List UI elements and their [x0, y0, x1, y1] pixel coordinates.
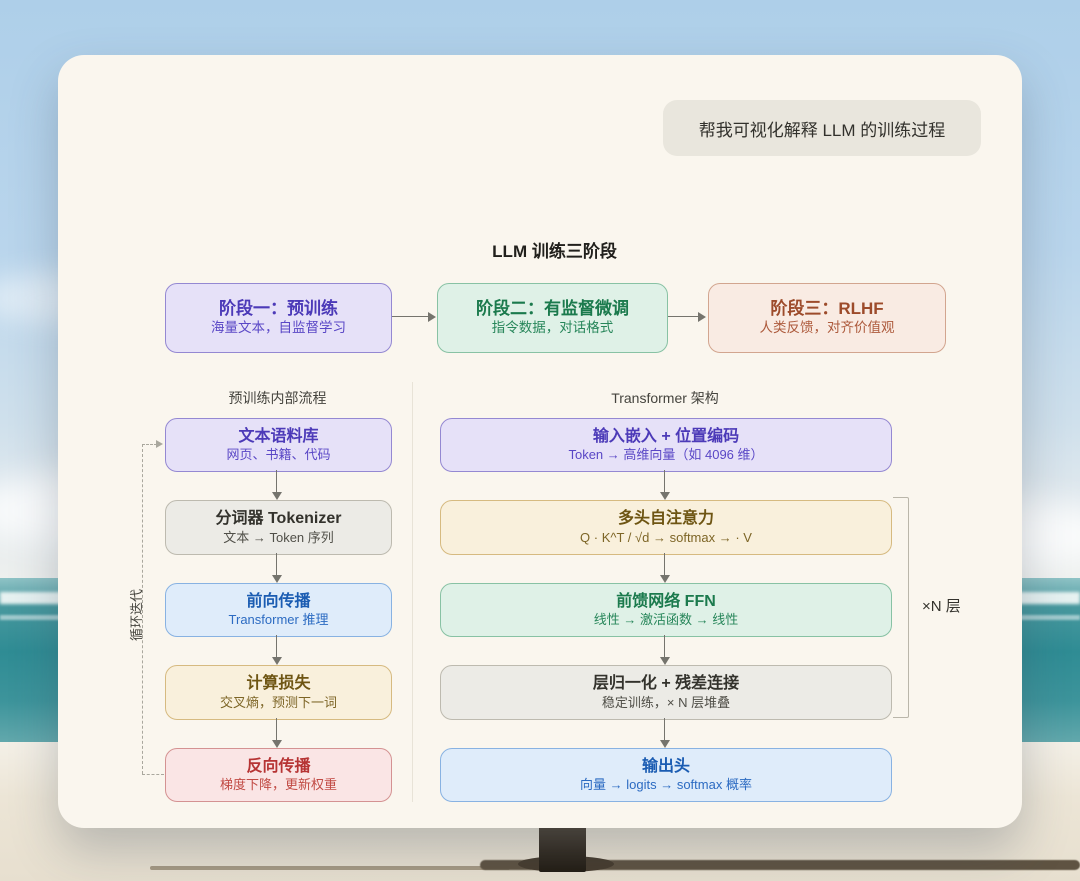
right-section-header: Transformer 架构 [611, 390, 719, 406]
flow-box-subtitle: Transformer 推理 [228, 612, 329, 628]
seaweed-line [150, 866, 510, 870]
flow-box-title: 计算损失 [246, 675, 311, 693]
stage-box-rlhf: 阶段三：RLHF 人类反馈，对齐价值观 [708, 283, 946, 353]
flow-box-subtitle: Token → 高维向量（如 4096 维） [568, 447, 764, 463]
loop-dashed-line-top [142, 444, 157, 445]
flow-box-forward-pass: 前向传播 Transformer 推理 [165, 583, 392, 637]
arrow-right-connector [392, 310, 436, 324]
arrow-down-connector [658, 718, 672, 748]
arrow-down-connector [270, 635, 284, 665]
stage-subtitle: 海量文本，自监督学习 [211, 320, 346, 336]
flow-box-title: 分词器 Tokenizer [215, 510, 342, 528]
flow-box-title: 层归一化 + 残差连接 [592, 675, 740, 693]
flow-box-subtitle: 网页、书籍、代码 [226, 447, 331, 463]
flow-box-title: 前馈网络 FFN [616, 592, 716, 610]
flow-box-output-head: 输出头 向量 → logits → softmax 概率 [440, 748, 892, 802]
stage-title: 阶段二：有监督微调 [476, 298, 629, 318]
flow-box-subtitle: 梯度下降，更新权重 [219, 777, 337, 793]
flow-box-text-corpus: 文本语料库 网页、书籍、代码 [165, 418, 392, 472]
stage-box-sft: 阶段二：有监督微调 指令数据，对话格式 [437, 283, 668, 353]
flow-box-subtitle: 交叉熵，预测下一词 [219, 694, 337, 710]
section-divider [412, 382, 413, 802]
stage-title: 阶段一：预训练 [219, 298, 338, 318]
flow-box-subtitle: Q · K^T / √d → softmax → · V [580, 529, 752, 545]
flow-box-title: 文本语料库 [238, 427, 319, 445]
flow-box-title: 输出头 [641, 757, 690, 775]
layers-label: ×N 层 [922, 598, 961, 615]
flow-box-tokenizer: 分词器 Tokenizer 文本 → Token 序列 [165, 500, 392, 555]
flow-box-backprop: 反向传播 梯度下降，更新权重 [165, 748, 392, 802]
stage-subtitle: 指令数据，对话格式 [491, 320, 614, 336]
user-message-bubble: 帮我可视化解释 LLM 的训练过程 [663, 100, 981, 156]
loop-dashed-line-bottom [142, 774, 164, 775]
loop-dashed-line [142, 444, 143, 774]
flow-box-subtitle: 文本 → Token 序列 [223, 529, 334, 545]
flow-box-embedding: 输入嵌入 + 位置编码 Token → 高维向量（如 4096 维） [440, 418, 892, 472]
palm-tree-trunk [539, 820, 586, 872]
flow-box-ffn: 前馈网络 FFN 线性 → 激活函数 → 线性 [440, 583, 892, 637]
loop-arrowhead-icon [156, 440, 163, 448]
flow-box-subtitle: 向量 → logits → softmax 概率 [580, 777, 752, 793]
flow-box-compute-loss: 计算损失 交叉熵，预测下一词 [165, 665, 392, 720]
user-message-text: 帮我可视化解释 LLM 的训练过程 [698, 120, 946, 140]
stage-title: 阶段三：RLHF [770, 298, 884, 318]
flow-box-title: 输入嵌入 + 位置编码 [592, 427, 740, 445]
arrow-down-connector [270, 470, 284, 500]
diagram-title: LLM 训练三阶段 [492, 242, 617, 261]
arrow-down-connector [270, 553, 284, 583]
arrow-down-connector [658, 635, 672, 665]
stage-subtitle: 人类反馈，对齐价值观 [759, 320, 895, 336]
stage-box-pretraining: 阶段一：预训练 海量文本，自监督学习 [165, 283, 392, 353]
flow-box-self-attention: 多头自注意力 Q · K^T / √d → softmax → · V [440, 500, 892, 555]
loop-label: 循环迭代 [129, 589, 144, 642]
flow-box-layernorm: 层归一化 + 残差连接 稳定训练，× N 层堆叠 [440, 665, 892, 720]
layers-bracket [893, 497, 909, 718]
flow-box-subtitle: 稳定训练，× N 层堆叠 [601, 694, 731, 710]
seaweed-debris [480, 860, 1080, 870]
flow-box-title: 前向传播 [246, 592, 311, 610]
flow-box-subtitle: 线性 → 激活函数 → 线性 [593, 612, 739, 628]
arrow-down-connector [270, 718, 284, 748]
flow-box-title: 多头自注意力 [617, 510, 714, 528]
left-section-header: 预训练内部流程 [228, 390, 327, 406]
arrow-down-connector [658, 553, 672, 583]
arrow-right-connector [668, 310, 706, 324]
flow-box-title: 反向传播 [246, 757, 311, 775]
arrow-down-connector [658, 470, 672, 500]
canvas-card: 帮我可视化解释 LLM 的训练过程 LLM 训练三阶段 阶段一：预训练 海量文本… [58, 55, 1022, 828]
